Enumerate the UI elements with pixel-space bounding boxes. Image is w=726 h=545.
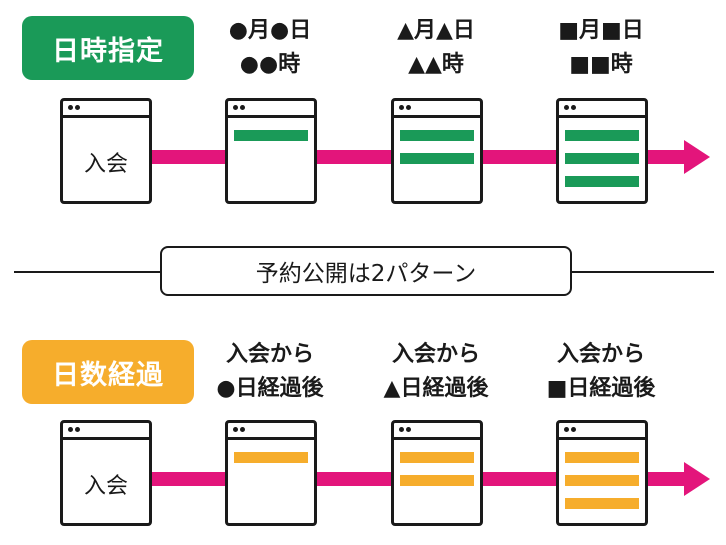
step-1-elapsed-label: 入会から ●日経過後 <box>200 338 340 406</box>
content-bar <box>565 130 639 141</box>
step-3-from-join: 入会から <box>556 342 645 367</box>
content-bar <box>565 153 639 164</box>
step-3-hour: ■■時 <box>569 52 633 77</box>
join-window-top: 入会 <box>60 98 152 204</box>
content-window-1-top <box>225 98 317 204</box>
join-window-bottom: 入会 <box>60 420 152 526</box>
content-bar <box>400 452 474 463</box>
join-text: 入会 <box>83 474 128 499</box>
days-elapsed-badge: 日数経過 <box>22 340 194 404</box>
step-1-from-join: 入会から <box>225 342 314 367</box>
content-bar <box>400 130 474 141</box>
arrowhead-top <box>684 140 710 174</box>
step-1-time-label: ●月●日 ●●時 <box>200 14 340 82</box>
step-3-elapsed-label: 入会から ■日経過後 <box>531 338 671 406</box>
pattern-divider: 予約公開は2パターン <box>160 246 572 296</box>
content-bar <box>565 452 639 463</box>
content-bar <box>234 130 308 141</box>
divider-line-left <box>14 271 162 273</box>
content-bar <box>565 176 639 187</box>
content-window-3-bottom <box>556 420 648 526</box>
step-2-hour: ▲▲時 <box>408 52 464 77</box>
divider-line-right <box>570 271 714 273</box>
step-3-days: ■日経過後 <box>546 376 656 401</box>
content-window-2-top <box>391 98 483 204</box>
content-bar <box>400 475 474 486</box>
step-2-time-label: ▲月▲日 ▲▲時 <box>366 14 506 82</box>
step-1-date: ●月●日 <box>228 18 312 43</box>
content-bar <box>234 452 308 463</box>
content-window-2-bottom <box>391 420 483 526</box>
content-window-1-bottom <box>225 420 317 526</box>
step-3-time-label: ■月■日 ■■時 <box>531 14 671 82</box>
date-time-badge: 日時指定 <box>22 16 194 80</box>
content-bar <box>565 498 639 509</box>
step-2-elapsed-label: 入会から ▲日経過後 <box>366 338 506 406</box>
content-bar <box>565 475 639 486</box>
step-3-date: ■月■日 <box>558 18 644 43</box>
step-1-days: ●日経過後 <box>216 376 324 401</box>
content-window-3-top <box>556 98 648 204</box>
content-bar <box>400 153 474 164</box>
step-2-days: ▲日経過後 <box>383 376 489 401</box>
step-1-hour: ●●時 <box>239 52 301 77</box>
join-text: 入会 <box>83 152 128 177</box>
step-2-from-join: 入会から <box>391 342 480 367</box>
arrowhead-bottom <box>684 462 710 496</box>
step-2-date: ▲月▲日 <box>397 18 475 43</box>
